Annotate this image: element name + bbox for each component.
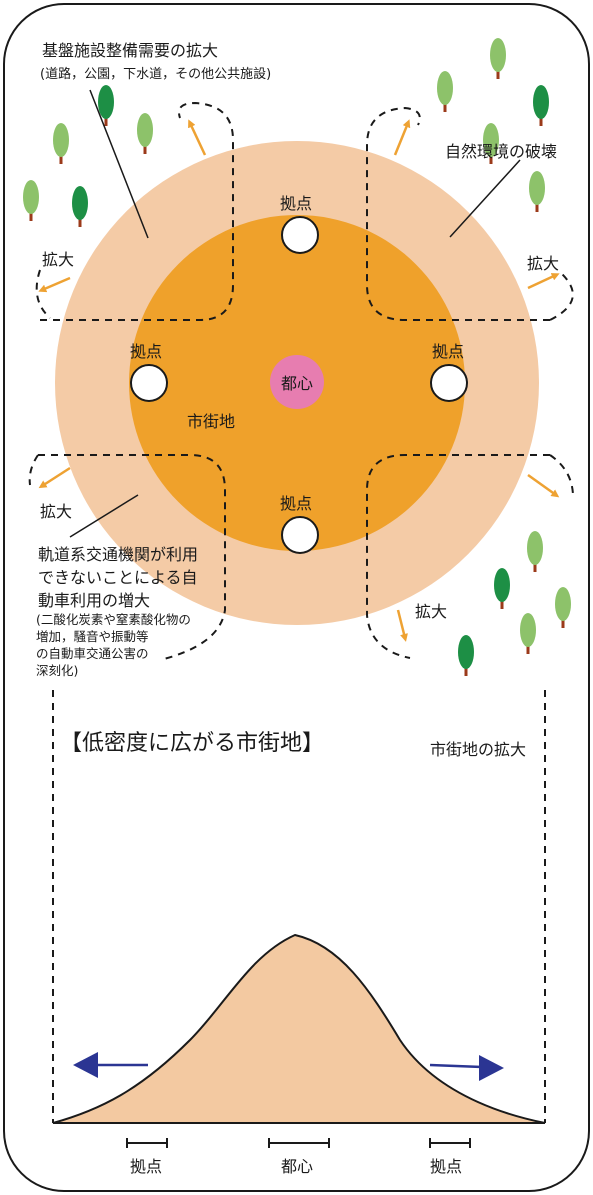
node-circle-left [130,364,168,402]
range-markers [126,1138,471,1148]
node-label-right: 拠点 [432,342,464,361]
tree-icon [555,587,571,628]
tree-icon [490,38,506,79]
car-use-sub-4: 深刻化) [36,663,78,678]
car-use-sub-3: の自動車交通公害の [36,646,149,661]
arrow-lower-left [38,466,71,489]
boundary-top-right-arc [549,271,574,321]
expand-label-lower-right: 拡大 [415,602,447,621]
nature-label: 自然環境の破壊 [445,142,557,161]
boundary-top-left [40,101,234,321]
tree-icon [533,85,549,126]
boundary-top-right [366,106,550,321]
node-label-bottom: 拠点 [280,494,312,513]
tree-icon [529,171,545,212]
expansion-boundaries [28,101,574,661]
leader-car [69,494,139,538]
leader-nature [449,159,521,238]
node-circle-bottom [281,516,319,554]
tree-icon [458,635,474,676]
tree-icon [527,531,543,572]
car-use-sub-2: 増加，騒音や振動等 [36,629,149,644]
x-label-center: 都心 [281,1157,313,1176]
urban-area-label: 市街地 [187,412,235,431]
boundary-bottom-left [38,454,226,661]
city-center-label: 都心 [281,374,313,393]
tree-icon [23,180,39,221]
expansion-arrows [38,119,560,642]
car-use-line-1: 軌道系交通機関が利用 [38,545,198,564]
arrow-lower-right [527,473,560,498]
expand-label-left: 拡大 [42,250,74,269]
car-use-sub-1: (二酸化炭素や窒素酸化物の [36,612,191,627]
arrow-down-right [396,609,408,642]
node-circle-top [281,216,319,254]
boundary-bottom-left-arc [28,454,39,486]
arrow-left [38,276,71,293]
node-label-left: 拠点 [130,342,162,361]
blue-arrow-right-shaft [429,1063,483,1069]
leader-infra [89,89,149,239]
x-label-node-left: 拠点 [130,1157,162,1176]
arrow-up-left [188,119,207,156]
tree-icon [98,85,114,126]
x-label-node-right: 拠点 [430,1157,462,1176]
boundary-bottom-right [366,454,550,659]
tree-icon [137,113,153,154]
expand-label-lower-left: 拡大 [40,502,72,521]
leader-lines [69,89,521,538]
infra-title: 基盤施設整備需要の拡大 [42,41,218,60]
expansion-label: 市街地の拡大 [430,740,526,759]
expand-label-right: 拡大 [527,254,559,273]
blue-arrow-right-head [479,1055,504,1081]
density-profile [52,933,546,1124]
car-use-line-2: できないことによる自 [38,568,198,587]
city-center-circle [270,355,324,409]
arrow-right [527,273,560,290]
arrow-up-right [393,119,411,156]
tree-icon [72,186,88,227]
section-title: 【低密度に広がる市街地】 [60,731,324,756]
node-label-top: 拠点 [280,194,312,213]
boundary-top-left-arc [35,269,51,319]
blue-arrows [73,1052,504,1081]
tree-icon [520,613,536,654]
tree-icon [494,568,510,609]
infra-subtitle: (道路，公園，下水道，その他公共施設) [40,66,271,82]
tree-icon [483,123,499,164]
tree-icon [437,71,453,112]
tree-group [23,38,571,676]
car-use-line-3: 動車利用の増大 [38,591,150,610]
node-circle-right [430,364,468,402]
boundary-bottom-right-arc [549,454,574,496]
blue-arrow-left-head [73,1052,98,1078]
tree-icon [53,123,69,164]
